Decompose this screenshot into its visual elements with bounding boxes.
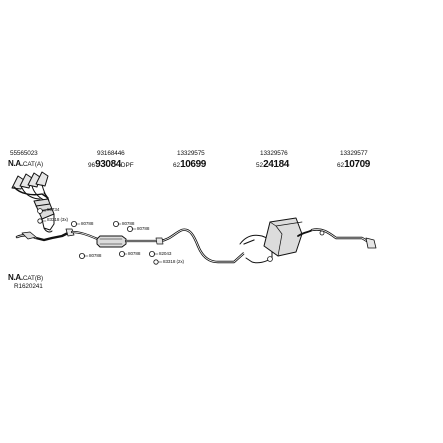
front-pipe — [15, 228, 102, 242]
bolt-83318-icon — [37, 218, 43, 224]
ref-83318-3x: 83318 (3x) — [47, 217, 68, 222]
ref-83318-2x: 83318 (2x) — [163, 259, 184, 264]
ref-80788-b: 80788 — [89, 253, 102, 258]
bolt-80734-icon — [37, 208, 43, 214]
variant-label-a: N.A.CAT(A) — [8, 159, 44, 168]
ref-82043: 82043 — [159, 251, 172, 256]
mounting-hardware — [37, 208, 325, 265]
center-pipe — [155, 228, 246, 264]
catalytic-converter — [33, 198, 55, 233]
variant-label-b: N.A.CAT(B) — [8, 273, 44, 282]
ref-80788-d: 80788 — [128, 251, 141, 256]
ref-80734: 80734 — [47, 207, 60, 212]
bolt-83318-b-icon — [153, 259, 159, 265]
part-number-dpf: 93168446 — [97, 150, 125, 157]
diesel-particulate-filter — [96, 235, 162, 248]
part-number-front-pipe: 13329575 — [177, 150, 205, 157]
tail-pipe — [310, 228, 377, 249]
part-number-manifold: 55565023 — [10, 150, 38, 157]
code-rear-silencer: 6210709 — [337, 159, 370, 170]
hanger-silencer-icon — [267, 256, 273, 262]
ref-80788-c: 80788 — [122, 221, 135, 226]
hanger-tail-icon — [319, 230, 325, 236]
variant-b-code: R1620241 — [14, 283, 43, 290]
code-middle-silencer: 5224184 — [256, 159, 289, 170]
middle-silencer — [239, 217, 313, 264]
part-number-rear-silencer: 13329577 — [340, 150, 368, 157]
code-front-pipe: 6210699 — [173, 159, 206, 170]
code-dpf: 9693084DPF — [88, 159, 134, 170]
ref-80788-a: 80788 — [81, 221, 94, 226]
part-number-middle-silencer: 13329576 — [260, 150, 288, 157]
exhaust-manifold — [11, 171, 50, 206]
ref-80788-e: 80788 — [137, 226, 150, 231]
